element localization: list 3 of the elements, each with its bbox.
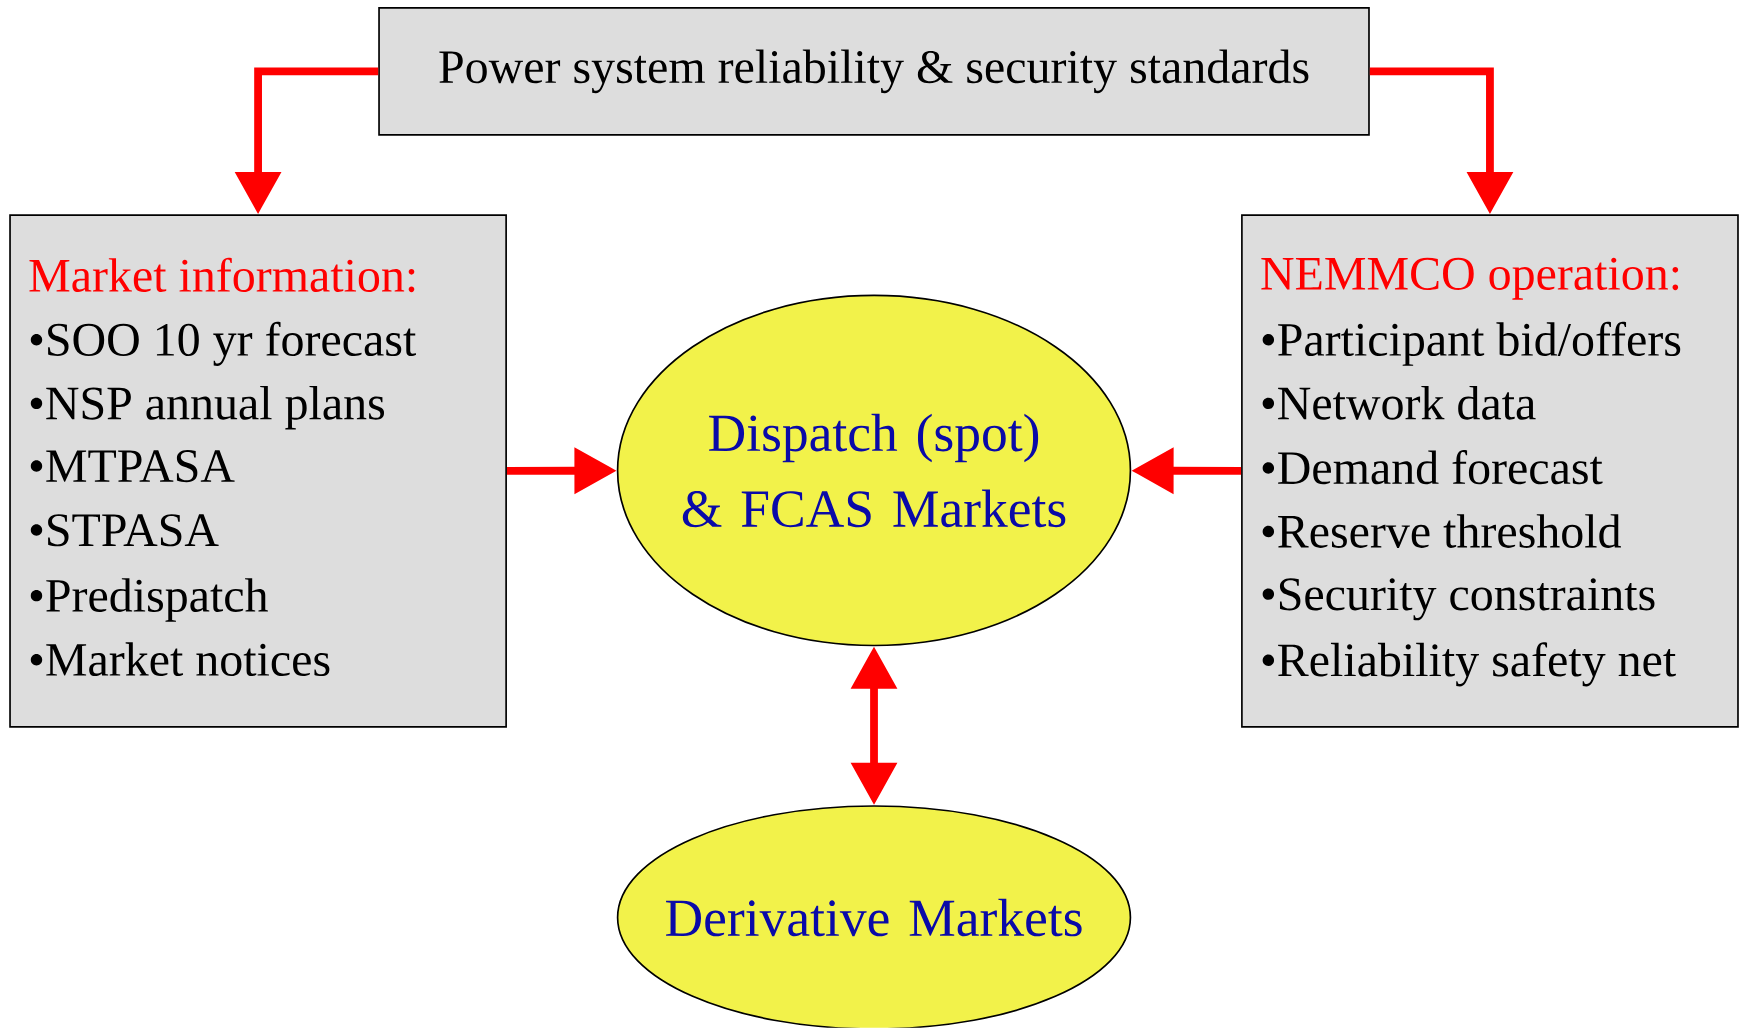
text-box: Market information: •SOO 10 yr forecast •NSP annual plans •MTPASA •STPASA •Predispatch •Market notices	[9, 214, 507, 728]
text-box: NEMMCO operation: •Participant bid/offers •Network data •Demand forecast •Reserve threshold •Security constraints •Reliability safety net	[1241, 214, 1739, 728]
text-box: Power system reliability & security standards	[378, 7, 1370, 136]
